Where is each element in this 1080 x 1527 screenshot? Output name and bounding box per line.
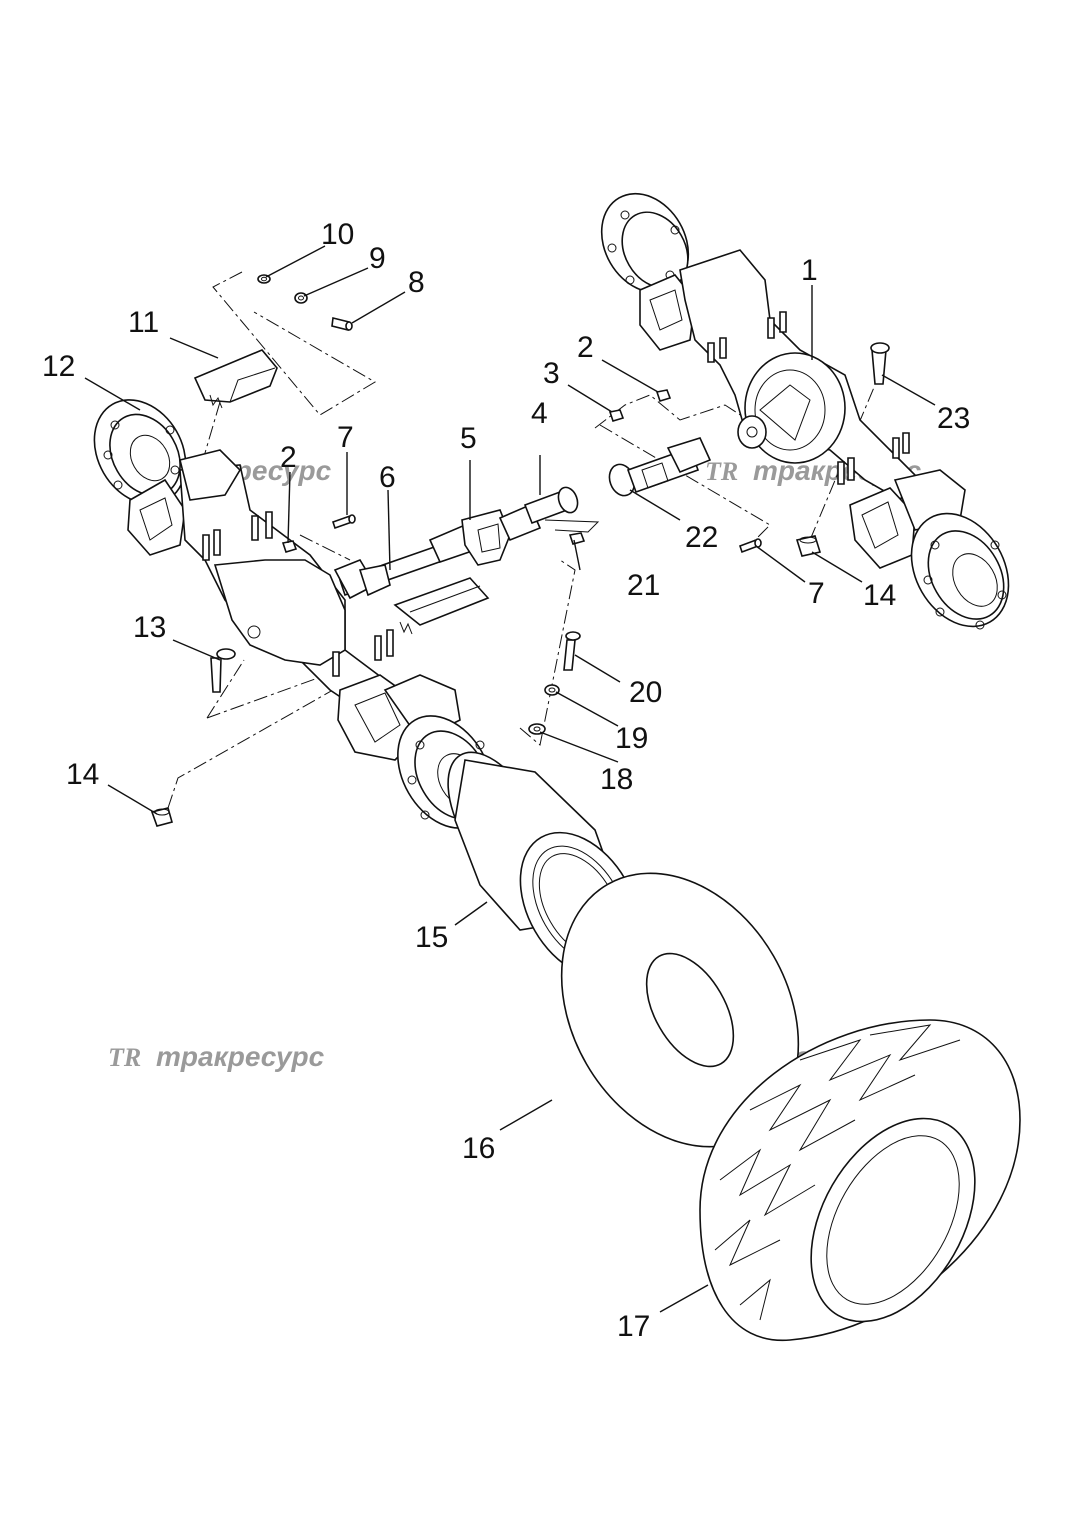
parts-18-19-20-fasteners bbox=[528, 631, 581, 735]
part-2-nut-left bbox=[281, 540, 298, 553]
part-22-short-driveshaft bbox=[608, 437, 712, 497]
part-1-rear-axle bbox=[600, 192, 1010, 630]
callout-2-right: 2 bbox=[577, 331, 594, 364]
part-7-bolt-left bbox=[331, 514, 356, 530]
part-17-tire bbox=[699, 1019, 1021, 1342]
callout-14-left: 14 bbox=[66, 758, 99, 791]
callout-2-left: 2 bbox=[280, 441, 297, 474]
callout-5: 5 bbox=[460, 422, 477, 455]
callout-21: 21 bbox=[627, 569, 660, 602]
part-11-cover-plate bbox=[193, 349, 278, 409]
callout-23: 23 bbox=[937, 402, 970, 435]
watermark-bottom-left: TR тракресурс bbox=[108, 1041, 325, 1072]
watermark-text: тракресурс bbox=[156, 1041, 325, 1072]
callout-22: 22 bbox=[685, 521, 718, 554]
callout-6: 6 bbox=[379, 461, 396, 494]
watermark-logo: TR bbox=[108, 1043, 141, 1072]
callout-13: 13 bbox=[133, 611, 166, 644]
lower-bracket-plate bbox=[393, 577, 490, 635]
callout-20: 20 bbox=[629, 676, 662, 709]
parts-4-5-6-driveshaft bbox=[333, 486, 600, 600]
part-16-inner-tube bbox=[560, 872, 800, 1148]
part-14-nut-left bbox=[150, 807, 173, 827]
callout-17: 17 bbox=[617, 1310, 650, 1343]
parts-2-3-nuts-right bbox=[608, 389, 672, 422]
callout-14-right: 14 bbox=[863, 579, 896, 612]
callout-labels: 1 2 2 3 4 5 6 7 7 8 9 10 11 12 13 14 14 … bbox=[42, 218, 970, 1343]
callout-16: 16 bbox=[462, 1132, 495, 1165]
parts-8-9-10-fasteners bbox=[257, 274, 353, 331]
watermark-logo: TR bbox=[705, 457, 738, 486]
callout-8: 8 bbox=[408, 266, 425, 299]
callout-4: 4 bbox=[531, 397, 548, 430]
callout-12: 12 bbox=[42, 350, 75, 383]
callout-9: 9 bbox=[369, 242, 386, 275]
callout-1: 1 bbox=[801, 254, 818, 287]
callout-10: 10 bbox=[321, 218, 354, 251]
callout-7-left: 7 bbox=[337, 421, 354, 454]
callout-3: 3 bbox=[543, 357, 560, 390]
callout-11: 11 bbox=[128, 306, 159, 339]
callout-7-right: 7 bbox=[808, 577, 825, 610]
leader-lines bbox=[84, 245, 936, 1313]
part-21-nut bbox=[568, 532, 586, 545]
part-14-nut-right bbox=[795, 535, 822, 557]
part-13-bolt bbox=[210, 648, 236, 693]
callout-19: 19 bbox=[615, 722, 648, 755]
callout-15: 15 bbox=[415, 921, 448, 954]
part-7-bolt-right bbox=[738, 538, 762, 554]
callout-18: 18 bbox=[600, 763, 633, 796]
